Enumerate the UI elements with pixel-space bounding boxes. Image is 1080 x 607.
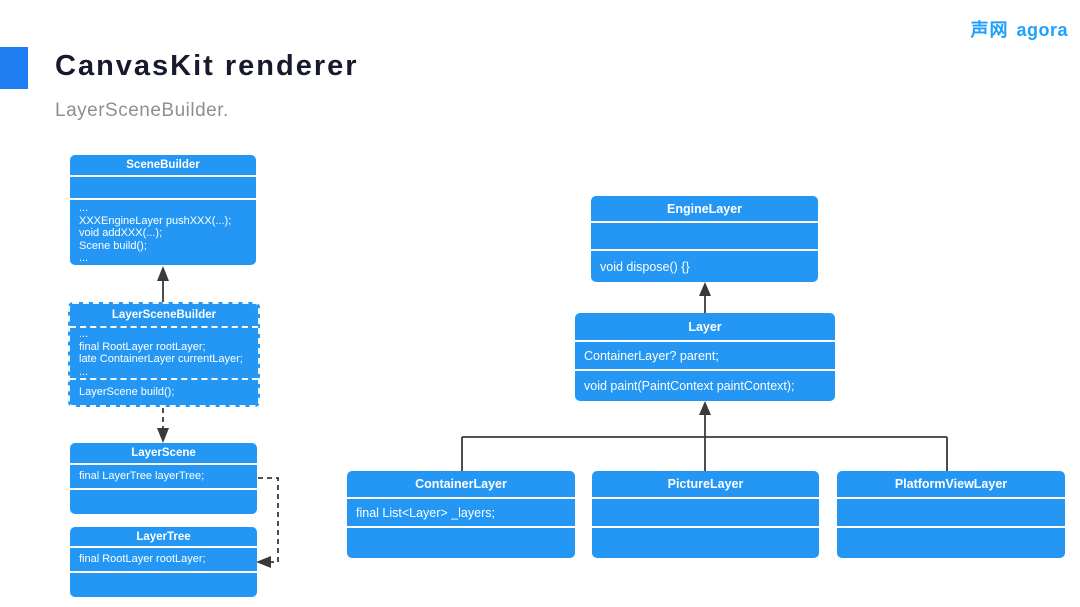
class-fields-empty [70,177,256,200]
code-line: void dispose() {} [600,259,690,274]
class-methods-empty [70,490,257,514]
agora-logo: 声网 agora [970,16,1068,42]
class-methods-empty [70,573,257,597]
code-line: ... [79,365,89,378]
class-box-layerscenebuilder: LayerSceneBuilder ... final RootLayer ro… [68,302,260,407]
class-title: EngineLayer [591,196,818,223]
class-title: PlatformViewLayer [837,471,1065,499]
class-box-picturelayer: PictureLayer [592,471,819,558]
code-line: final LayerTree layerTree; [79,470,205,483]
page-subtitle: LayerSceneBuilder. [55,100,229,121]
code-line: Scene build(); [79,239,147,252]
logo-cn-text: 声网 [970,20,1009,40]
class-title: LayerSceneBuilder [70,304,258,328]
class-title: LayerTree [70,527,257,548]
class-title: Layer [575,313,835,342]
class-title: PictureLayer [592,471,819,499]
class-title: ContainerLayer [347,471,575,499]
class-title: LayerScene [70,443,257,465]
arrowhead-up-layer [699,401,711,415]
class-fields: final LayerTree layerTree; [70,465,257,490]
class-box-layertree: LayerTree final RootLayer rootLayer; [70,527,257,597]
title-accent-square [0,47,28,89]
class-fields: ... final RootLayer rootLayer; late Cont… [70,328,258,380]
page-title: CanvasKit renderer [55,50,359,82]
code-line: LayerScene build(); [79,386,175,399]
arrowhead-down-layerscene [157,428,169,443]
class-methods: void paint(PaintContext paintContext); [575,371,835,401]
class-methods: ... XXXEngineLayer pushXXX(...); void ad… [70,200,256,265]
class-methods: LayerScene build(); [70,380,258,405]
logo-en-text: agora [1016,20,1068,40]
code-line: final RootLayer rootLayer; [79,340,206,353]
class-box-platformviewlayer: PlatformViewLayer [837,471,1065,558]
code-line: void paint(PaintContext paintContext); [584,379,795,393]
code-line: ... [79,252,89,264]
code-line: void addXXX(...); [79,227,163,239]
class-box-scenebuilder: SceneBuilder ... XXXEngineLayer pushXXX(… [70,155,256,265]
code-line: ... [79,328,89,340]
code-line: late ContainerLayer currentLayer; [79,353,243,365]
class-fields-empty [591,223,818,251]
class-methods-empty [347,528,575,558]
code-line: XXXEngineLayer pushXXX(...); [79,214,232,227]
class-fields: ContainerLayer? parent; [575,342,835,371]
class-fields: final RootLayer rootLayer; [70,548,257,573]
code-line: final List<Layer> _layers; [356,505,495,520]
class-methods: void dispose() {} [591,251,818,282]
class-methods-empty [837,528,1065,558]
arrowhead-up-enginelayer [699,282,711,296]
class-box-enginelayer: EngineLayer void dispose() {} [591,196,818,282]
class-methods-empty [592,528,819,558]
class-box-layer: Layer ContainerLayer? parent; void paint… [575,313,835,401]
arrowhead-left-layertree [256,556,271,568]
code-line: ContainerLayer? parent; [584,348,719,363]
code-line: final RootLayer rootLayer; [79,553,206,566]
arrowhead-up-scenebuilder [157,266,169,281]
class-box-containerlayer: ContainerLayer final List<Layer> _layers… [347,471,575,558]
class-fields-empty [837,499,1065,528]
code-line: ... [79,202,89,214]
class-box-layerscene: LayerScene final LayerTree layerTree; [70,443,257,514]
class-fields-empty [592,499,819,528]
arrow-layerscene-to-layertree [258,477,279,563]
class-fields: final List<Layer> _layers; [347,499,575,528]
class-title: SceneBuilder [70,155,256,177]
